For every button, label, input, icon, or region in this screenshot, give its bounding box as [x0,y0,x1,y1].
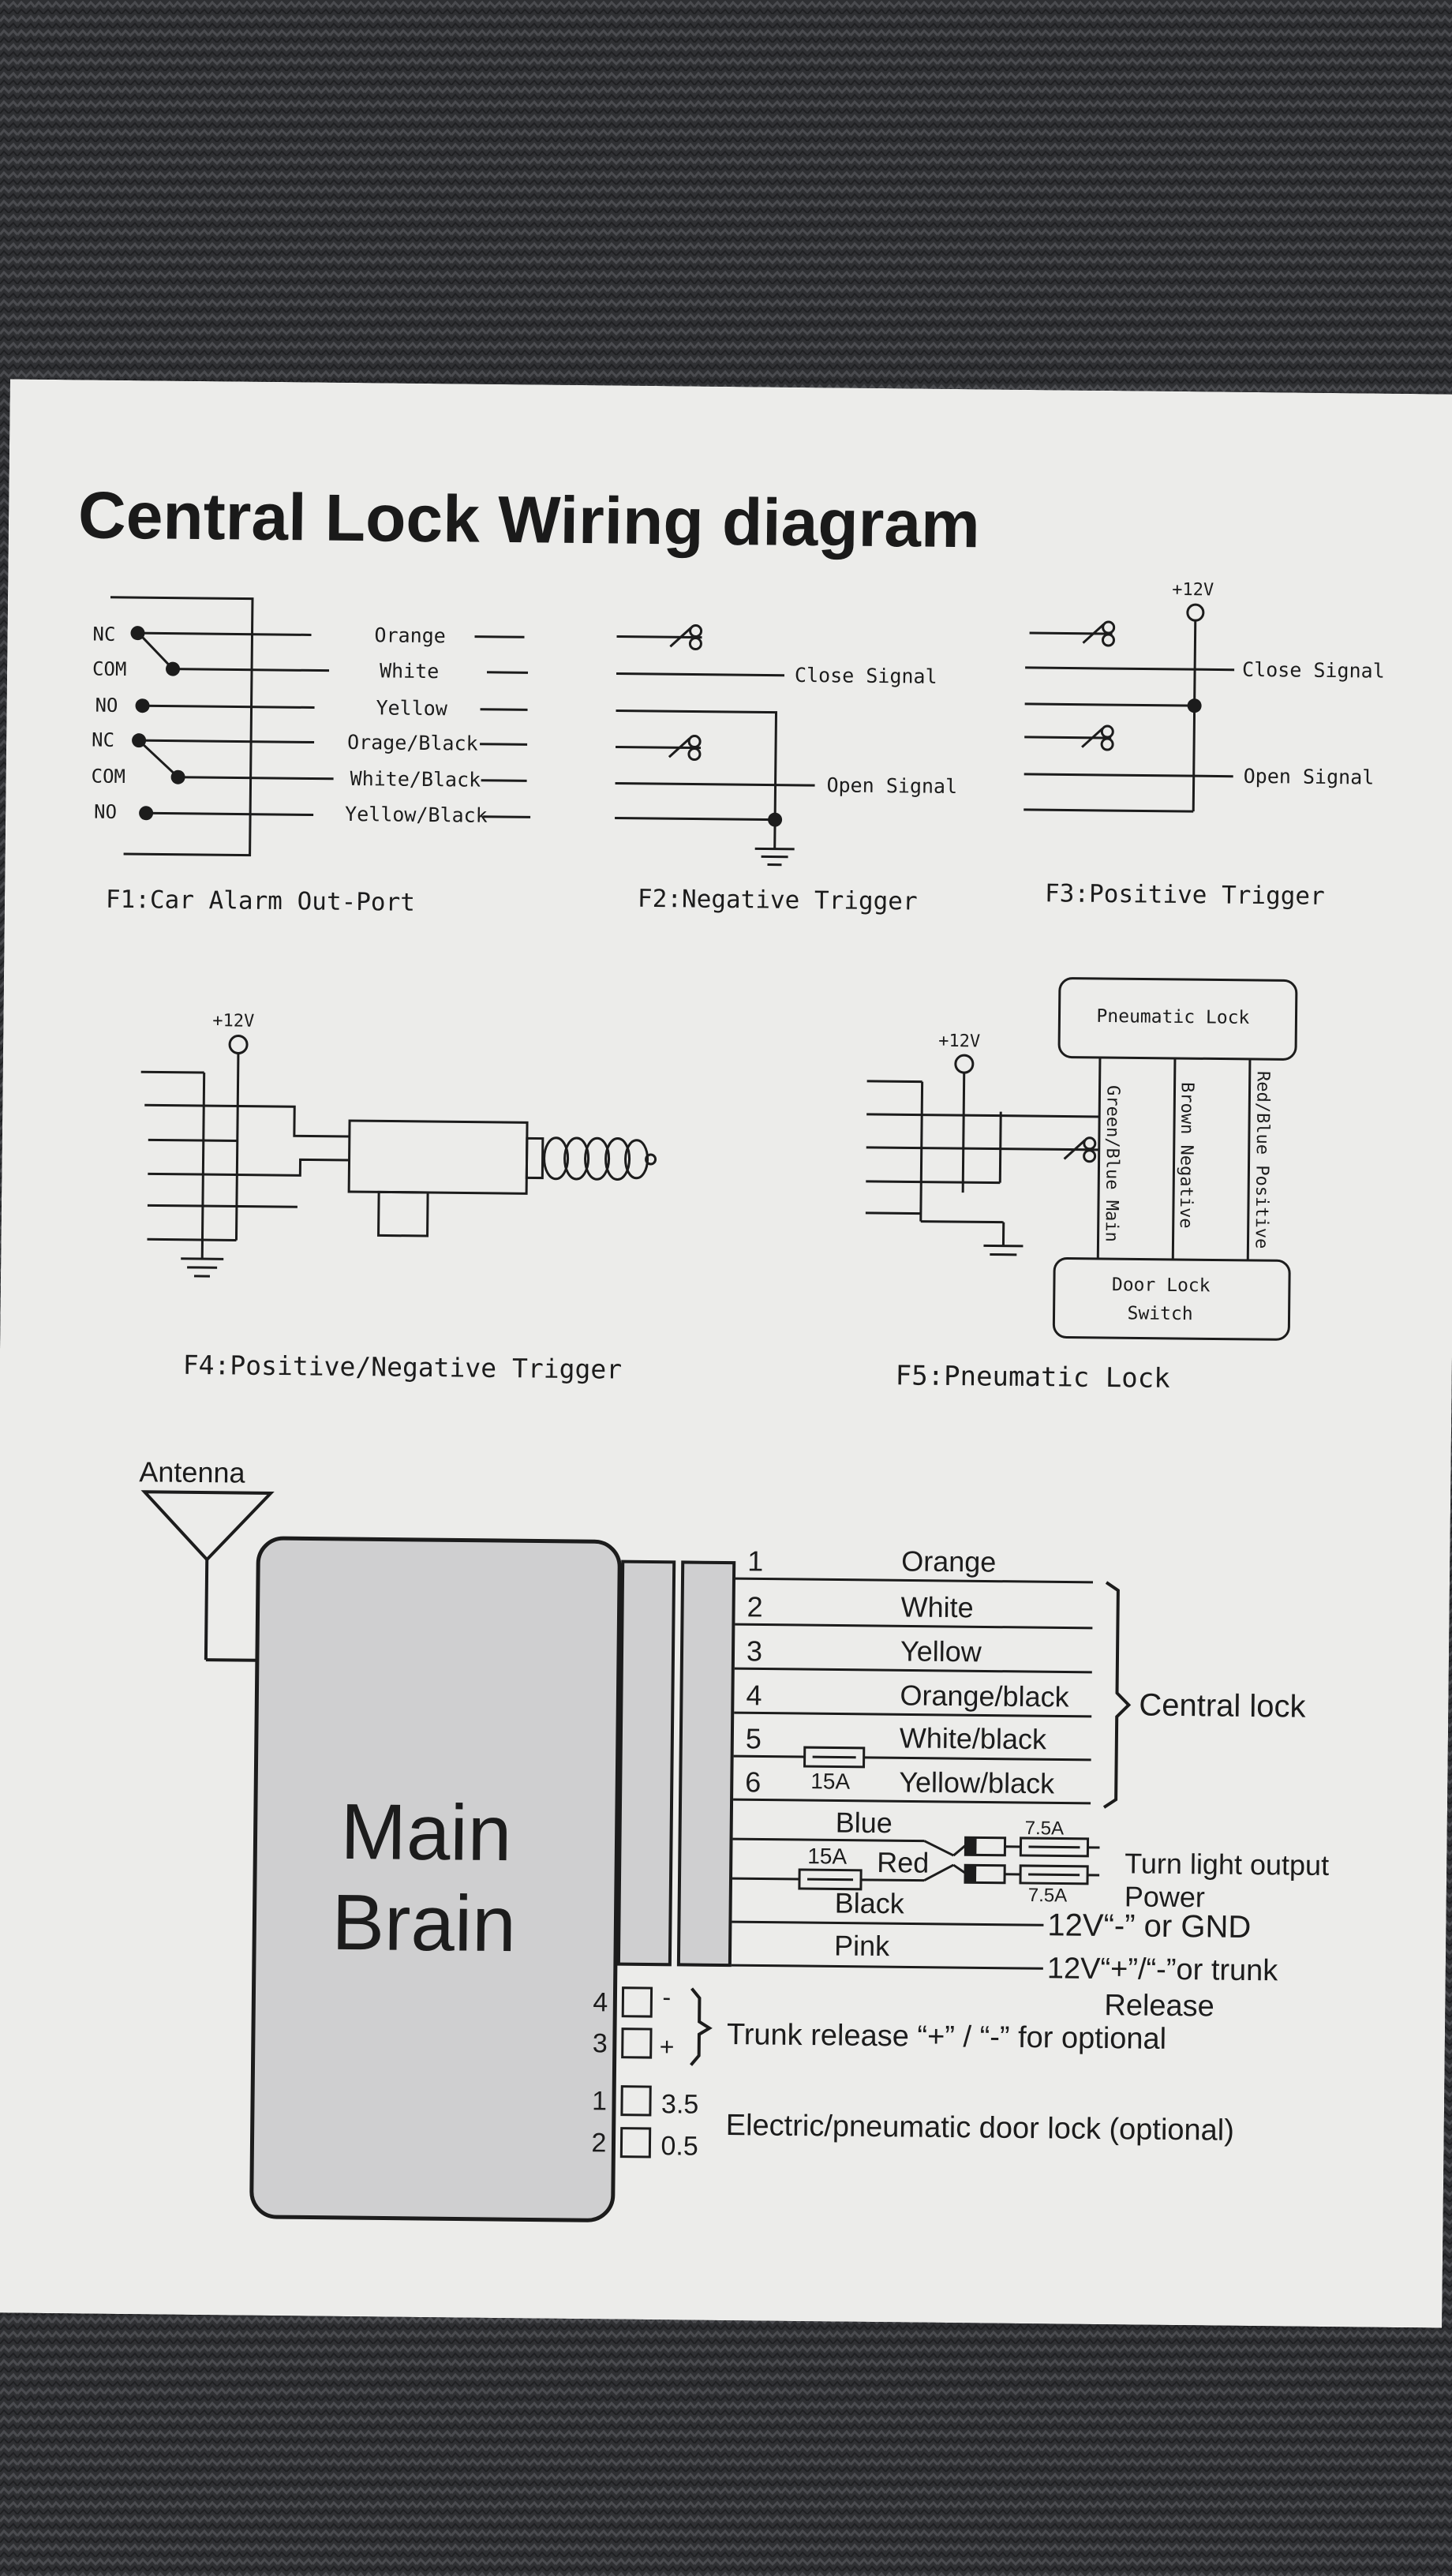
wire-color: Orange [901,1544,997,1578]
scissors-icon [1063,1136,1097,1163]
fuse-label: 15A [810,1769,850,1794]
f2-caption: F2:Negative Trigger [638,885,918,916]
pin-number: 3 [593,2028,608,2058]
wire-label-blue: Blue [836,1806,893,1839]
turn-light-label: Turn light output [1125,1847,1329,1881]
main-brain-label: Main [340,1788,512,1878]
main-brain-label: Brain [331,1878,517,1968]
f5-bottom-box-label: Switch [1127,1303,1192,1324]
f4-caption: F4:Positive/Negative Trigger [183,1350,623,1385]
f4-diagram: +12V F4:Positive/Negative Trigger [140,1011,657,1385]
wire-color: White [900,1590,973,1623]
f1-wire-label: Orange [374,623,446,647]
wire-label-black: Black [835,1886,905,1919]
pin-number: 2 [747,1590,762,1623]
fuse-label: 7.5A [1028,1885,1068,1907]
antenna-label: Antenna [139,1455,246,1488]
f5-voltage: +12V [938,1032,980,1052]
paper-sheet: Central Lock Wiring diagram NC COM NO NC… [0,379,1452,2328]
f1-wire-label: White [380,659,440,683]
pin-number: 4 [593,1987,608,2017]
ground-icon [754,847,795,867]
f3-caption: F3:Positive Trigger [1045,879,1325,911]
plus-sign: + [660,2032,675,2061]
scissors-icon [669,624,703,651]
main-brain-box [249,1536,622,2222]
antenna-icon [140,1490,275,1662]
wire-color: Yellow [900,1634,982,1668]
f5-top-box-label: Pneumatic Lock [1096,1006,1249,1028]
pneumatic-lock-box [1057,977,1298,1061]
scissors-icon [1082,620,1116,647]
pin-number: 4 [746,1679,762,1711]
f1-terminal: NO [94,801,117,823]
pin-number: 1 [592,2086,607,2116]
wire-label-red: Red [877,1846,929,1879]
pin-number: 1 [747,1544,763,1577]
release-label: Release [1104,1989,1214,2023]
f1-diagram: NC COM NO NC COM NO Orange White Yellow … [91,596,531,917]
pin-value: 0.5 [661,2131,698,2161]
f1-wire-label: Yellow/Black [345,803,488,827]
f1-terminal: NO [95,695,118,717]
ground-icon [983,1244,1024,1256]
wire-color: White/black [900,1721,1047,1755]
trunk-release-label: Trunk release “+” / “-” for optional [727,2018,1167,2056]
f5-wire-label: Red/Blue Positive [1251,1071,1272,1249]
fuse-label: 7.5A [1025,1818,1065,1840]
f3-open-signal: Open Signal [1244,765,1375,789]
f2-open-signal: Open Signal [826,773,957,798]
wire-label-pink: Pink [834,1929,890,1962]
fuse-label: 15A [807,1844,847,1869]
pin-value: 3.5 [661,2089,699,2119]
f1-wire-label: Yellow [376,696,448,720]
page-title: Central Lock Wiring diagram [78,477,981,561]
pin-number: 6 [745,1765,761,1798]
pin-number: 3 [747,1634,762,1667]
power-label: Power [1125,1880,1205,1913]
f1-caption: F1:Car Alarm Out-Port [106,886,415,917]
f2-diagram: Close Signal Open Signal F2:Negative Tri… [615,624,957,916]
f5-wire-label: Brown Negative [1176,1082,1197,1229]
f3-voltage: +12V [1172,580,1214,601]
ground-icon [181,1257,224,1278]
central-lock-label: Central lock [1139,1688,1307,1724]
wire-color: Yellow/black [899,1765,1055,1799]
turn-light-fuses [952,1836,1100,1885]
f3-close-signal: Close Signal [1242,658,1385,683]
f4-voltage: +12V [212,1011,254,1032]
main-brain-diagram: Antenna Main Brain 1 2 3 4 5 6 Orange Wh… [139,1455,1329,2222]
f1-wire-label: White/Black [350,767,481,792]
actuator-rod-icon [543,1136,657,1181]
connector-block [676,1560,736,1968]
f5-caption: F5:Pneumatic Lock [896,1360,1170,1395]
f1-terminal: NC [92,729,114,751]
pin-number: 2 [591,2128,606,2158]
connector-block [616,1559,676,1967]
wire-color: Orange/black [900,1679,1070,1713]
f2-close-signal: Close Signal [795,664,937,688]
f1-terminal: COM [92,658,127,680]
f5-bottom-box-label: Door Lock [1112,1275,1211,1296]
f3-diagram: +12V Close Signal Open Signal F3:Positiv… [1024,580,1385,911]
trunk-line-label: 12V“+”/“-”or trunk [1047,1952,1279,1987]
scissors-icon [1081,724,1114,751]
f5-diagram: Pneumatic Lock Door Lock Switch Green/Bl… [865,977,1298,1395]
door-lock-label: Electric/pneumatic door lock (optional) [726,2109,1235,2147]
scissors-icon [668,735,702,762]
f1-terminal: NC [92,623,115,646]
minus-sign: - [662,1983,671,2011]
f1-terminal: COM [91,766,125,788]
pin-number: 5 [746,1722,762,1754]
f1-wire-label: Orage/Black [347,731,478,755]
gnd-label: 12V“-” or GND [1047,1908,1251,1945]
f5-wire-label: Green/Blue Main [1102,1085,1123,1242]
